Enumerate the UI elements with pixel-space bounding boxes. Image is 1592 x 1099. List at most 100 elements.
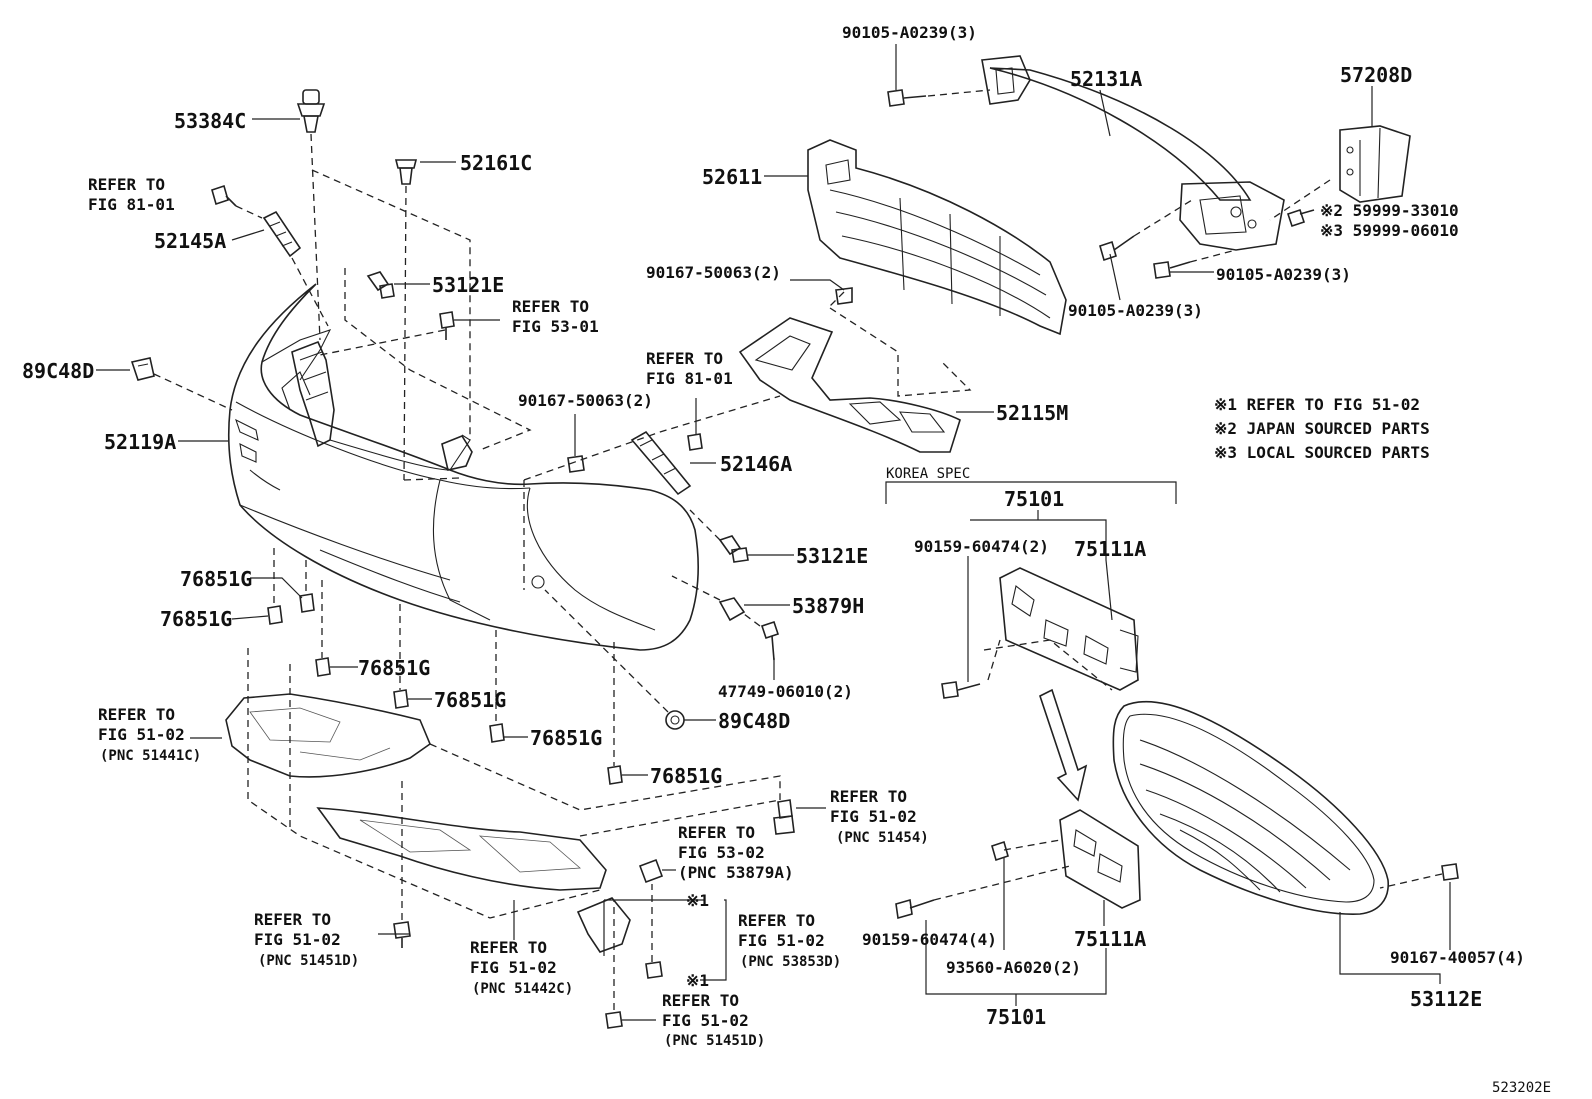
bolt-51451d-left-icon [393, 921, 411, 948]
ref-text-line: REFER TO [88, 175, 165, 194]
ref-text-line: FIG 51-02 [98, 725, 185, 744]
label-53879h: 53879H [792, 594, 864, 618]
ref-51441c: REFER TO FIG 51-02 (PNC 51441C) [98, 705, 201, 764]
clip-53121e-top-icon [366, 271, 395, 299]
ref-text-line: REFER TO [646, 349, 723, 368]
ref-text-line: (PNC 51451D) [664, 1033, 765, 1049]
label-53121e-mid: 53121E [796, 544, 868, 568]
bolt-90105-right-icon [1153, 261, 1191, 279]
ref-fig81-mid: REFER TO FIG 81-01 [646, 349, 733, 388]
ref-text-line: FIG 53-01 [512, 317, 599, 336]
label-75111a-top: 75111A [1074, 537, 1146, 561]
ref-text-line: (PNC 51451D) [258, 953, 359, 969]
label-76851g-e: 76851G [530, 726, 602, 750]
label-59999-33010: ※2 59999-33010 [1320, 201, 1459, 220]
ref-53879a: REFER TO FIG 53-02 (PNC 53879A) [678, 823, 794, 882]
bolt-fig81-icon [211, 184, 237, 207]
label-53384c: 53384C [174, 109, 246, 133]
label-90167-50063-mid: 90167-50063(2) [518, 391, 653, 410]
ref-text-line: FIG 81-01 [646, 369, 733, 388]
ref-text-line: (PNC 53853D) [740, 954, 841, 970]
ref-text-line: REFER TO [470, 938, 547, 957]
reference-labels: REFER TO FIG 81-01 REFER TO FIG 53-01 RE… [88, 175, 929, 1049]
bolt-51451d-bot-icon [605, 1011, 623, 1029]
clip-53121e-mid-icon [718, 535, 749, 563]
label-90167-40057: 90167-40057(4) [1390, 948, 1525, 967]
screw-59999-icon [1286, 208, 1315, 228]
ref-text-line: REFER TO [662, 991, 739, 1010]
ref-text-line: FIG 81-01 [88, 195, 175, 214]
label-89c48d-left: 89C48D [22, 359, 94, 383]
clip-51454-icon [773, 799, 795, 835]
ref-53853d: REFER TO FIG 51-02 (PNC 53853D) [738, 911, 841, 970]
nut-93560-icon [991, 840, 1009, 862]
clip-89c48d-right-icon [665, 710, 685, 730]
bolt-90159-top-icon [941, 681, 981, 699]
clip-90167-40057-icon [1441, 863, 1459, 881]
label-52119a: 52119A [104, 430, 176, 454]
bracket-57208d [1339, 125, 1411, 203]
label-53121e-top: 53121E [432, 273, 504, 297]
clip-90167-mid-icon [567, 455, 585, 473]
bolt-mark1-icon [645, 961, 663, 979]
ref-text-line: FIG 51-02 [738, 931, 825, 950]
bracket-52146a-icon [630, 430, 692, 496]
label-90105-top: 90105-A0239(3) [842, 23, 977, 42]
bolt-fig53-icon [439, 311, 455, 340]
legend-notes: ※1 REFER TO FIG 51-02 ※2 JAPAN SOURCED P… [1214, 395, 1430, 462]
label-90105-mid: 90105-A0239(3) [1068, 301, 1203, 320]
label-75101-bot: 75101 [986, 1005, 1046, 1029]
label-89c48d-right: 89C48D [718, 709, 790, 733]
label-52611: 52611 [702, 165, 762, 189]
note-3: ※3 LOCAL SOURCED PARTS [1214, 443, 1430, 462]
diagram-id: 523202E [1492, 1080, 1551, 1096]
label-90167-50063-top: 90167-50063(2) [646, 263, 781, 282]
clip-53384c-icon [296, 89, 326, 133]
clip-53879h-icon [718, 597, 746, 622]
label-76851g-a: 76851G [180, 567, 252, 591]
clip-90167-top-icon [835, 287, 853, 305]
clip-76851g-icons [267, 593, 623, 785]
label-mark1-b: ※1 [686, 971, 709, 990]
under-cover-51441c [225, 693, 431, 778]
label-75111a-bot: 75111A [1074, 927, 1146, 951]
label-mark1-a: ※1 [686, 891, 709, 910]
ref-fig81-top: REFER TO FIG 81-01 [88, 175, 175, 214]
label-52115m: 52115M [996, 401, 1068, 425]
label-59999-06010: ※3 59999-06010 [1320, 221, 1459, 240]
label-75101-top: 75101 [1004, 487, 1064, 511]
ref-text-line: REFER TO [830, 787, 907, 806]
ref-text-line: FIG 53-02 [678, 843, 765, 862]
label-52131a: 52131A [1070, 67, 1142, 91]
label-76851g-b: 76851G [160, 607, 232, 631]
label-76851g-d: 76851G [434, 688, 506, 712]
clip-89c48d-left-icon [130, 357, 155, 381]
ref-fig53-01: REFER TO FIG 53-01 [512, 297, 599, 336]
note-1: ※1 REFER TO FIG 51-02 [1214, 395, 1420, 414]
ref-51454: REFER TO FIG 51-02 (PNC 51454) [830, 787, 929, 846]
ref-text-line: REFER TO [738, 911, 815, 930]
ref-text-line: REFER TO [98, 705, 175, 724]
ref-text-line: (PNC 51441C) [100, 748, 201, 764]
clip-52161c-icon [394, 159, 418, 185]
absorber-52611 [807, 139, 1067, 336]
label-76851g-f: 76851G [650, 764, 722, 788]
ref-text-line: REFER TO [678, 823, 755, 842]
label-korea-spec: KOREA SPEC [886, 466, 970, 482]
label-90159-60474-4: 90159-60474(4) [862, 930, 997, 949]
label-90159-60474-2: 90159-60474(2) [914, 537, 1049, 556]
ref-text-line: FIG 51-02 [662, 1011, 749, 1030]
label-52146a: 52146A [720, 452, 792, 476]
note-2: ※2 JAPAN SOURCED PARTS [1214, 419, 1430, 438]
ref-text-line: FIG 51-02 [254, 930, 341, 949]
label-52161c: 52161C [460, 151, 532, 175]
bolt-90105-top-icon [887, 89, 927, 107]
ref-51451d-left: REFER TO FIG 51-02 (PNC 51451D) [254, 910, 359, 969]
label-57208d: 57208D [1340, 63, 1412, 87]
ref-text-line: (PNC 51442C) [472, 981, 573, 997]
label-47749: 47749-06010(2) [718, 682, 853, 701]
label-52145a: 52145A [154, 229, 226, 253]
license-bracket-75111a-bot [1059, 809, 1141, 909]
bolt-90159-bot-icon [895, 898, 935, 920]
